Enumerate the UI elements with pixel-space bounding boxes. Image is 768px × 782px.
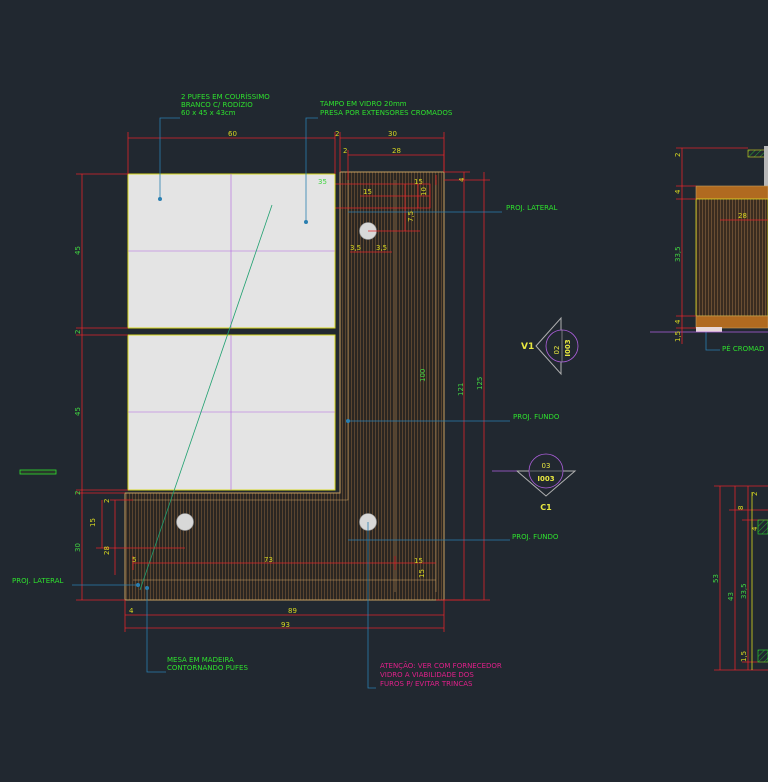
sv2-dim-1-5: 1,5	[740, 651, 748, 662]
dimension-texts: 60 2 30 2 28 35 15 15 10 4 7,5 3,5 3,5 4…	[74, 130, 484, 629]
scale-mark	[19, 469, 57, 475]
sv-dim-33-5: 33,5	[674, 246, 682, 262]
marker-v1-label: V1	[521, 342, 534, 352]
dim-45-b: 45	[74, 407, 82, 416]
marker-c1: 03 I003 C1	[492, 453, 577, 512]
side-view-c1: 2 8 4 53 43 33,5 1,5	[712, 485, 768, 671]
dim-73: 73	[264, 556, 273, 564]
note-table-1: MESA EM MADEIRA	[167, 656, 234, 664]
dim-2-left-c: 2	[103, 499, 111, 503]
dim-35: 35	[318, 178, 327, 186]
glass-hole-bottom-left	[176, 513, 194, 531]
notes: 2 PUFES EM COURÍSSIMO BRANCO C/ RODÍZIO …	[12, 92, 764, 688]
dim-15-right: 15	[414, 557, 423, 565]
dim-100: 100	[419, 369, 427, 382]
dim-2-top-b: 2	[343, 147, 347, 155]
dim-4-bottom: 4	[129, 607, 134, 615]
sv2-dim-2: 2	[751, 492, 759, 496]
dim-2-left-b: 2	[74, 491, 82, 495]
note-warn-2: VIDRO A VIABILIDADE DOS	[380, 671, 474, 679]
sv2-dim-4: 4	[751, 526, 759, 531]
sv-dim-4a: 4	[674, 189, 682, 194]
sv-dim-2: 2	[674, 153, 682, 157]
table-inner-edge	[133, 180, 349, 501]
note-proj-lateral-right: PROJ. LATERAL	[506, 204, 557, 212]
sv2-dim-43: 43	[727, 592, 735, 601]
dim-30: 30	[388, 130, 397, 138]
dim-60: 60	[228, 130, 237, 138]
dim-121: 121	[457, 383, 465, 396]
dim-93: 93	[281, 621, 290, 629]
dim-3-5-a: 3,5	[350, 244, 361, 252]
note-proj-fundo-1: PROJ. FUNDO	[513, 413, 560, 421]
note-poufs-3: 60 x 45 x 43cm	[181, 109, 236, 117]
dim-4: 4	[458, 177, 466, 182]
note-glass-1: TAMPO EM VIDRO 20mm	[319, 100, 407, 108]
pouf-bottom	[127, 334, 336, 491]
sv-dim-28: 28	[738, 212, 747, 220]
sv2-dim-33-5: 33,5	[740, 583, 748, 599]
dim-28-left: 28	[103, 546, 111, 555]
note-poufs-1: 2 PUFES EM COURÍSSIMO	[181, 92, 270, 101]
sv-dim-1-5: 1,5	[674, 331, 682, 342]
marker-v1-bottom: I003	[564, 339, 572, 356]
dim-5: 5	[132, 556, 136, 564]
marker-v1: V1 02 I003	[521, 316, 579, 376]
note-warn-3: FUROS P/ EVITAR TRINCAS	[380, 680, 473, 688]
note-poufs-2: BRANCO C/ RODÍZIO	[181, 100, 253, 109]
note-glass-2: PRESA POR EXTENSORES CROMADOS	[320, 109, 453, 117]
dim-15-right-b: 15	[418, 569, 426, 578]
pouf-top	[127, 173, 336, 329]
sv-dim-4b: 4	[674, 319, 682, 324]
dim-2-top: 2	[335, 130, 339, 138]
note-warn-1: ATENÇÃO: VER COM FORNECEDOR	[380, 661, 502, 670]
note-proj-fundo-2: PROJ. FUNDO	[512, 533, 559, 541]
dim-89: 89	[288, 607, 297, 615]
marker-c1-bottom: I003	[537, 475, 554, 483]
dim-45-a: 45	[74, 246, 82, 255]
dim-15-left: 15	[89, 518, 97, 527]
dim-15-top: 15	[414, 178, 423, 186]
dim-15-glass: 15	[363, 188, 372, 196]
dim-10: 10	[420, 187, 428, 196]
note-pe-cromado: PÉ CROMAD	[722, 344, 764, 353]
leaders	[72, 117, 720, 689]
dim-125: 125	[476, 377, 484, 390]
dimension-lines	[76, 132, 490, 632]
side-view-v1: 2 4 28 33,5 4 1,5	[650, 146, 768, 344]
marker-c1-label: C1	[540, 503, 552, 512]
dim-2-left: 2	[74, 330, 82, 334]
dim-3-5-b: 3,5	[376, 244, 387, 252]
sv2-dim-8: 8	[737, 506, 745, 510]
dim-30-left: 30	[74, 543, 82, 552]
dim-7-5: 7,5	[407, 211, 415, 222]
sv2-dim-53: 53	[712, 574, 720, 583]
note-table-2: CONTORNANDO PUFES	[167, 664, 248, 672]
dim-28-top: 28	[392, 147, 401, 155]
marker-c1-top: 03	[542, 462, 551, 470]
marker-v1-top: 02	[553, 346, 561, 355]
note-proj-lateral-left: PROJ. LATERAL	[12, 577, 63, 585]
